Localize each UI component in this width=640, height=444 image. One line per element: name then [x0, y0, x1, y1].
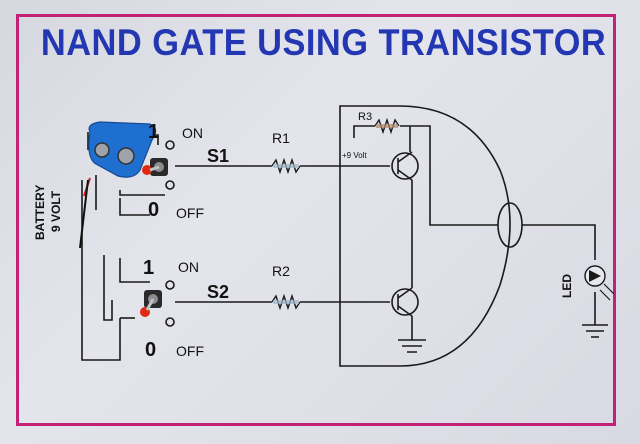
- r2-body: [273, 300, 299, 304]
- s2-on-number: 1: [143, 257, 154, 279]
- transistor-t2: [391, 288, 419, 316]
- s2-on-label: ON: [178, 259, 199, 275]
- s1-off-terminal: [165, 180, 175, 190]
- page-title: NAND GATE USING TRANSISTOR: [40, 22, 607, 63]
- r2-label: R2: [272, 263, 290, 279]
- battery-inner-wire: [103, 255, 113, 321]
- supply-label: +9 Volt: [342, 151, 367, 160]
- r3-resistor: [374, 117, 400, 135]
- t2-ground-symbol: [398, 339, 426, 353]
- t2-collector: [397, 287, 413, 299]
- transistor-t1: [391, 152, 419, 180]
- t2-emitter: [397, 305, 413, 317]
- s1-name-label: S1: [207, 146, 229, 166]
- r3-body: [376, 124, 398, 128]
- s2-on-terminal: [165, 280, 175, 290]
- led-label: LED: [560, 274, 574, 298]
- s1-off-label: OFF: [176, 205, 204, 221]
- s1-on-terminal: [165, 140, 175, 150]
- r3-label: R3: [358, 111, 372, 123]
- s2-off-number: 0: [145, 339, 156, 361]
- s2-wire-top: [119, 258, 150, 283]
- toggle-switch-s1[interactable]: [142, 158, 168, 176]
- nand-gate-outline: [339, 105, 511, 367]
- led-ground-symbol: [582, 324, 608, 338]
- led-light-arrows: [599, 283, 615, 301]
- toggle-switch-s2[interactable]: [140, 290, 162, 317]
- s2-off-terminal: [165, 317, 175, 327]
- s1-on-number: 1: [148, 121, 159, 143]
- t1-emitter: [397, 169, 413, 181]
- r1-body: [273, 164, 299, 168]
- t1-collector: [397, 151, 413, 163]
- led-triangle: [589, 270, 601, 282]
- s2-off-label: OFF: [176, 343, 204, 359]
- battery-label-line2: 9 VOLT: [49, 190, 63, 232]
- supply-wire: [353, 125, 498, 226]
- left-loop-wire: [81, 175, 121, 361]
- output-wire: [522, 224, 596, 260]
- s1-common-wire: [119, 190, 165, 196]
- s1-off-number: 0: [148, 199, 159, 221]
- board-frame: [16, 14, 616, 426]
- battery-clip: [79, 121, 157, 249]
- battery-label-line1: BATTERY: [33, 185, 47, 240]
- r1-label: R1: [272, 130, 290, 146]
- s1-off-wire: [119, 198, 150, 216]
- s2-name-label: S2: [207, 282, 229, 302]
- s1-on-label: ON: [182, 125, 203, 141]
